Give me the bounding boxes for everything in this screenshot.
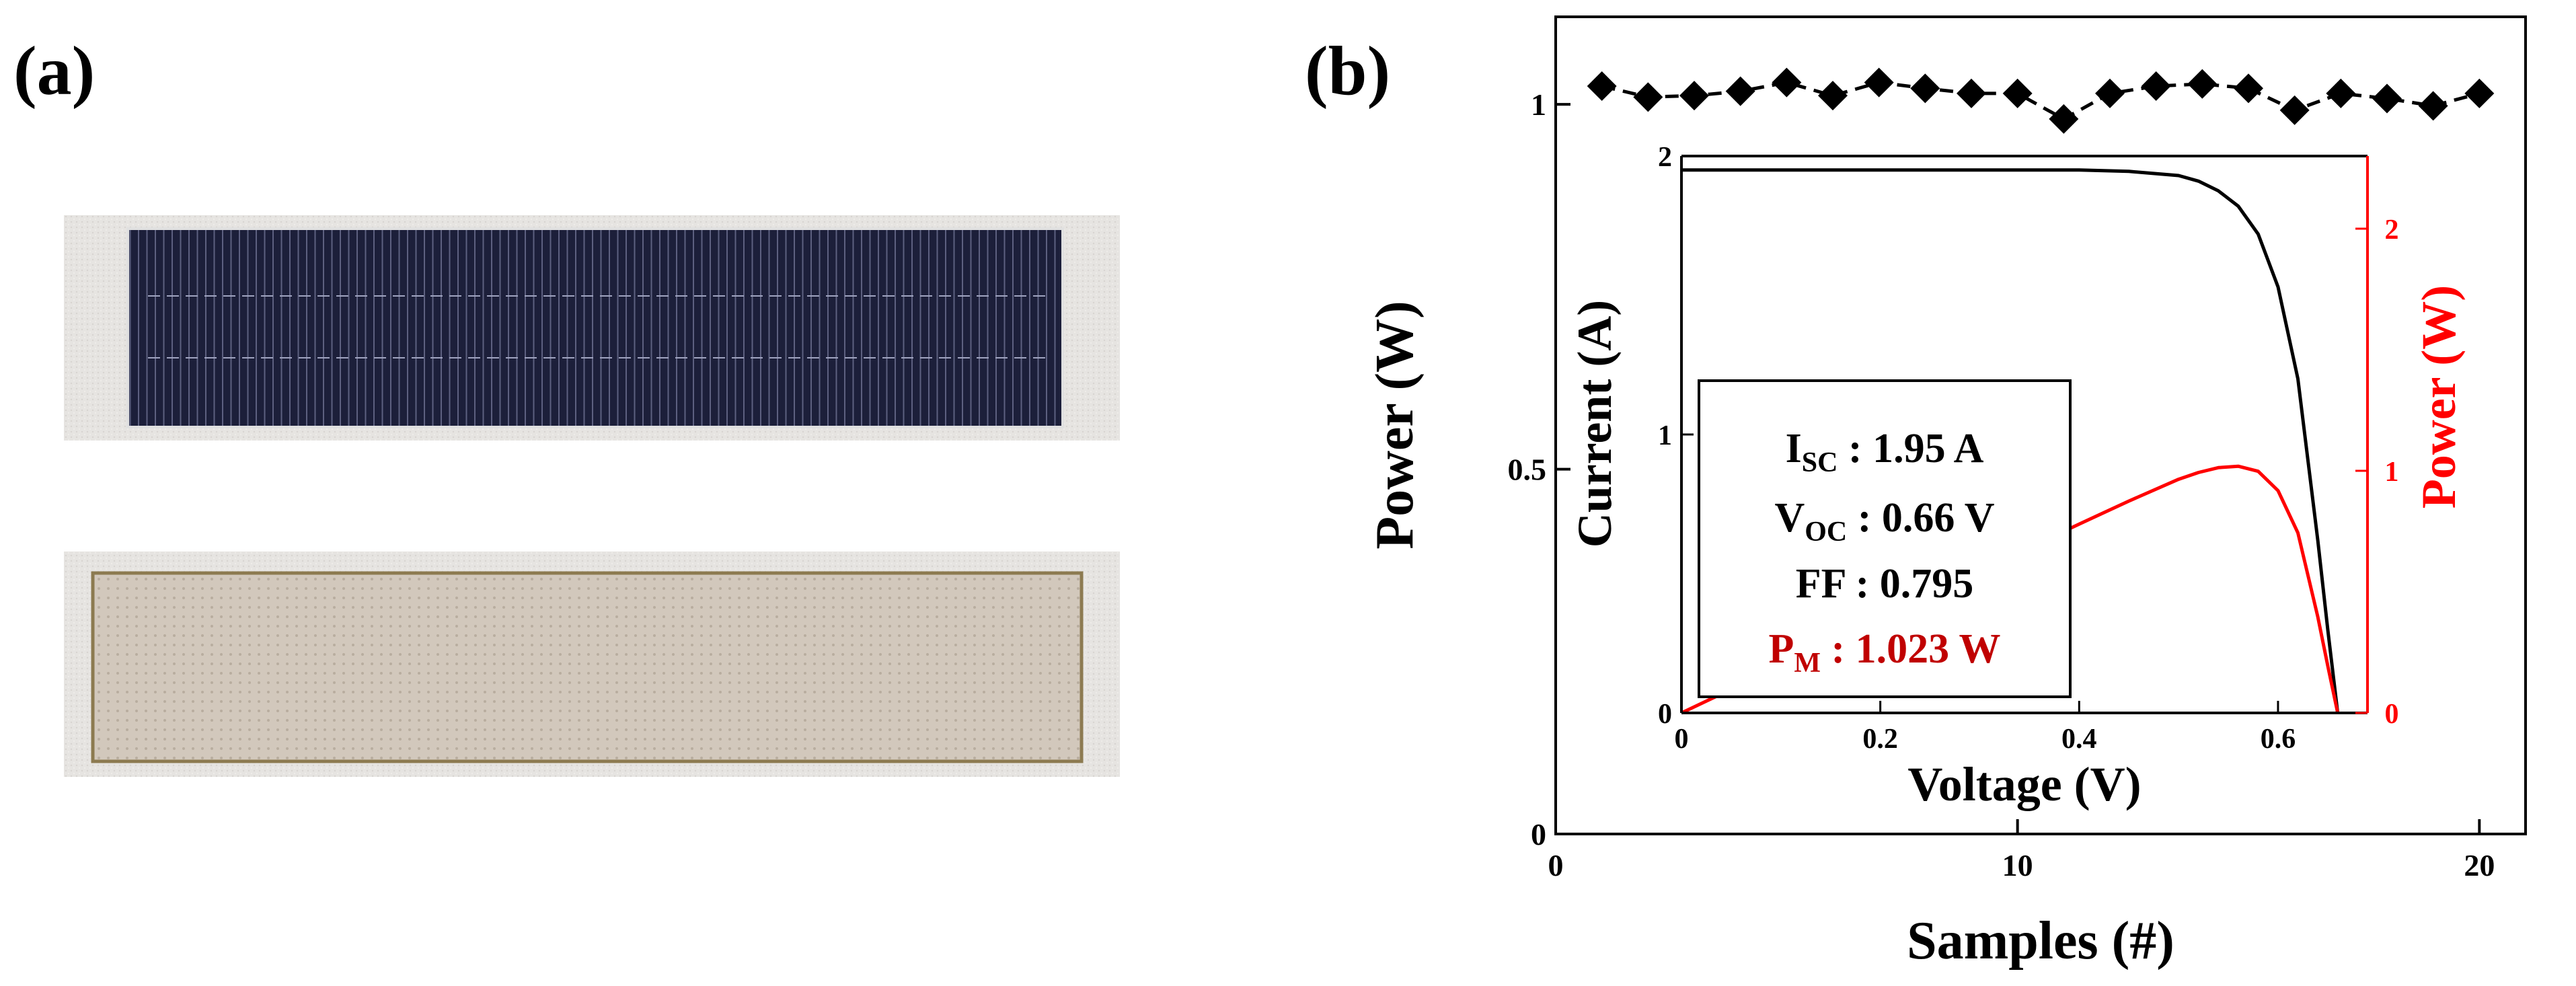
y-tick-label: 1 bbox=[1531, 87, 1546, 122]
parameter-main: I bbox=[1786, 426, 1802, 471]
data-point-diamond bbox=[1864, 67, 1894, 98]
parameter-main: V bbox=[1774, 495, 1805, 541]
parameter-annotation: FF : 0.795 bbox=[1796, 561, 1974, 607]
data-point-diamond bbox=[2049, 104, 2079, 134]
x-axis-label: Samples (#) bbox=[1907, 911, 2174, 971]
inset-x-tick-label: 0.4 bbox=[2061, 724, 2097, 755]
data-point-diamond bbox=[2418, 91, 2448, 121]
inset-x-tick-label: 0.2 bbox=[1862, 724, 1898, 755]
y-tick-label: 0.5 bbox=[1508, 453, 1547, 487]
parameter-value: : 1.95 A bbox=[1838, 426, 1983, 471]
inset-y-tick-label: 0 bbox=[1658, 699, 1672, 730]
x-tick-label: 20 bbox=[2464, 848, 2495, 882]
inset-y-axis-label: Current (A) bbox=[1568, 300, 1622, 548]
inset-y-tick-label: 2 bbox=[1658, 142, 1672, 173]
y-tick-label: 0 bbox=[1531, 817, 1546, 851]
x-tick-label: 10 bbox=[2002, 848, 2033, 882]
panel-b-label: (b) bbox=[1305, 32, 1390, 110]
data-point-diamond bbox=[1772, 67, 1802, 98]
data-point-diamond bbox=[2279, 95, 2310, 125]
solar-cell-back-photo bbox=[64, 552, 1120, 777]
inset-x-tick-label: 0.6 bbox=[2261, 724, 2296, 755]
x-tick-label: 0 bbox=[1548, 848, 1564, 882]
cell-front-surface bbox=[126, 227, 1064, 428]
inset-x-axis-label: Voltage (V) bbox=[1907, 757, 2141, 811]
y-axis-label: Power (W) bbox=[1365, 301, 1425, 549]
inset-x-tick-label: 0 bbox=[1675, 724, 1689, 755]
data-point-diamond bbox=[2372, 83, 2402, 114]
data-point-diamond bbox=[1818, 81, 1848, 111]
plot-frame bbox=[1554, 15, 2527, 835]
parameters-box bbox=[1698, 379, 2072, 698]
parameter-main: P bbox=[1768, 626, 1794, 672]
panel-a-label: (a) bbox=[13, 32, 95, 110]
data-point-diamond bbox=[1957, 78, 1986, 108]
iv-curve-line bbox=[1681, 168, 2340, 714]
parameter-annotation: ISC : 1.95 A bbox=[1786, 426, 1984, 478]
parameter-value: : 1.023 W bbox=[1821, 626, 2001, 672]
solar-cell-front-photo bbox=[64, 215, 1120, 441]
data-point-diamond bbox=[2464, 78, 2495, 108]
inset-y2-tick-label: 1 bbox=[2385, 457, 2399, 488]
data-point-diamond bbox=[1587, 71, 1617, 102]
data-point-diamond bbox=[2002, 78, 2033, 108]
inset-y-tick-label: 1 bbox=[1658, 420, 1672, 451]
parameter-main: FF : 0.795 bbox=[1796, 561, 1974, 607]
parameter-subscript: M bbox=[1794, 648, 1821, 679]
data-point-diamond bbox=[1725, 76, 1755, 106]
inset-y2-tick-label: 2 bbox=[2385, 215, 2399, 245]
data-point-diamond bbox=[1679, 81, 1709, 111]
inset-y2-tick-label: 0 bbox=[2385, 699, 2399, 730]
data-point-diamond bbox=[2326, 78, 2356, 108]
parameter-annotation: VOC : 0.66 V bbox=[1774, 495, 1994, 547]
parameter-value: : 0.66 V bbox=[1847, 495, 1995, 541]
parameter-subscript: SC bbox=[1802, 447, 1838, 478]
data-point-diamond bbox=[2234, 73, 2263, 104]
data-point-diamond bbox=[2095, 78, 2125, 108]
cell-back-surface bbox=[91, 571, 1084, 763]
inset-y2-axis-label: Power (W) bbox=[2412, 285, 2466, 509]
data-point-diamond bbox=[2187, 69, 2218, 99]
parameter-subscript: OC bbox=[1805, 517, 1847, 547]
data-point-diamond bbox=[2141, 71, 2171, 102]
data-point-diamond bbox=[1910, 73, 1940, 104]
parameter-annotation: PM : 1.023 W bbox=[1768, 626, 2000, 679]
data-point-diamond bbox=[1633, 82, 1663, 112]
